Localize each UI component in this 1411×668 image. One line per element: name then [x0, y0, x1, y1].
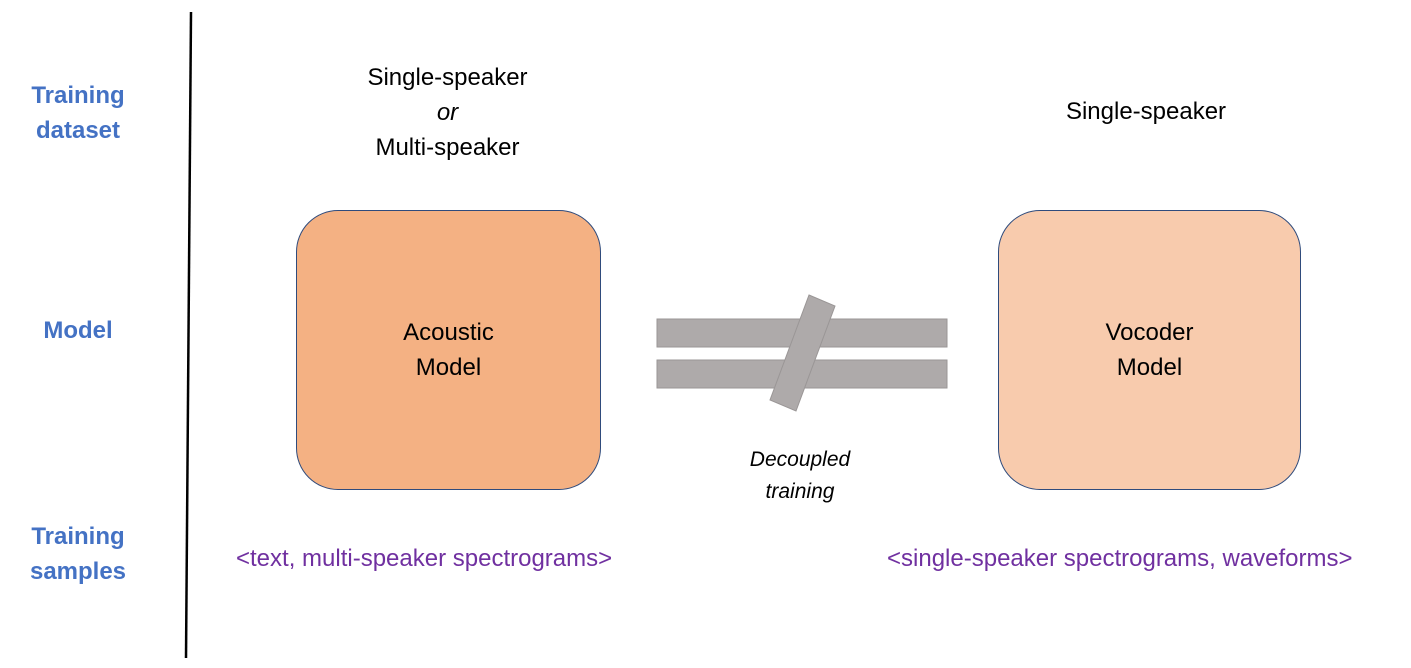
- acoustic-dataset-line1: Single-speaker: [367, 64, 528, 91]
- acoustic-training-samples: <text, multi-speaker spectrograms>: [236, 545, 613, 572]
- vocoder-training-samples: <single-speaker spectrograms, waveforms>: [887, 545, 1353, 572]
- row-label-training-samples: Training samples: [0, 519, 156, 589]
- row-label-model: Model: [43, 317, 113, 344]
- vocoder-model-box: Vocoder Model: [998, 210, 1301, 490]
- vocoder-model-line2: Model: [1116, 354, 1183, 381]
- decoupled-line2: training: [765, 480, 835, 503]
- acoustic-dataset-or: or: [436, 99, 459, 126]
- acoustic-dataset-line3: Multi-speaker: [375, 134, 520, 161]
- acoustic-model-line1: Acoustic: [403, 319, 494, 346]
- row-label-line: Training: [31, 82, 125, 109]
- acoustic-model-line2: Model: [415, 354, 482, 381]
- row-label-line: samples: [29, 558, 127, 585]
- vocoder-dataset: Single-speaker: [1065, 98, 1227, 125]
- vocoder-model-line1: Vocoder: [1105, 319, 1194, 346]
- acoustic-dataset: Single-speaker or Multi-speaker: [310, 60, 585, 165]
- acoustic-model-box: Acoustic Model: [296, 210, 601, 490]
- row-label-line: Training: [31, 523, 125, 550]
- row-label-training-dataset: Training dataset: [0, 78, 156, 148]
- decoupled-line1: Decoupled: [749, 448, 851, 471]
- decoupled-training-label: Decoupled training: [700, 444, 900, 508]
- row-label-line: dataset: [35, 117, 121, 144]
